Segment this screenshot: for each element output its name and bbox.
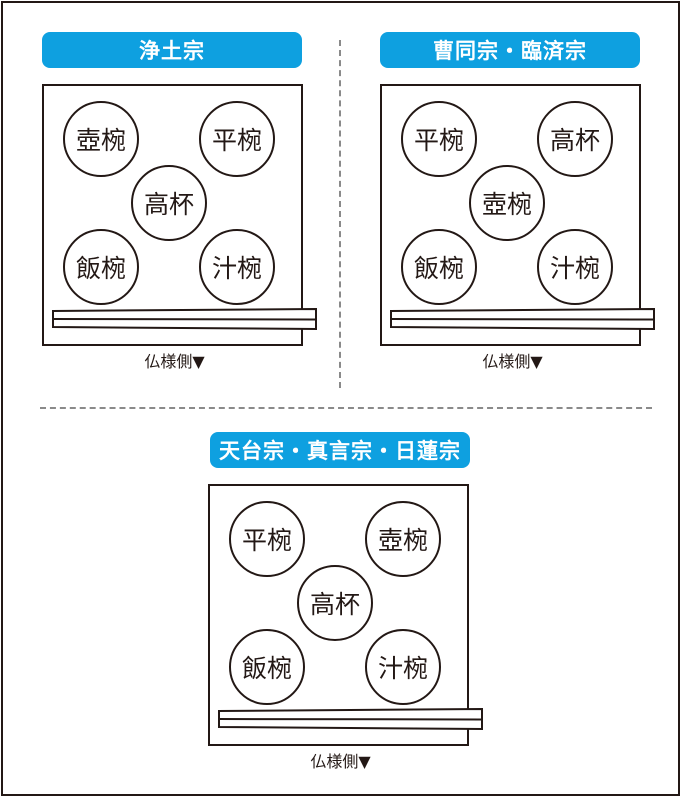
bowl-label: 高杯 bbox=[549, 126, 600, 155]
bowl-bottom-left: 飯椀 bbox=[401, 229, 477, 305]
bowl-top-left: 平椀 bbox=[229, 501, 305, 577]
bowl-top-right: 壺椀 bbox=[365, 501, 441, 577]
bowl-center: 高杯 bbox=[297, 565, 373, 641]
bowl-bottom-right: 汁椀 bbox=[537, 229, 613, 305]
bowl-label: 汁椀 bbox=[549, 254, 600, 283]
bowl-bottom-left: 飯椀 bbox=[63, 229, 139, 305]
buddha-side-label: 仏様側▼ bbox=[310, 752, 371, 771]
tray: 平椀 壺椀高杯飯椀 汁椀 bbox=[208, 484, 469, 746]
horizontal-divider bbox=[40, 407, 652, 409]
layout-panel: 曹同宗・臨済宗 平椀 高杯壺椀飯椀 汁椀 仏様側▼ bbox=[380, 32, 660, 382]
bowl-bottom-right: 汁椀 bbox=[199, 229, 275, 305]
bowl-label: 高杯 bbox=[143, 190, 194, 219]
bowl-bottom-right: 汁椀 bbox=[365, 629, 441, 705]
buddha-side-label: 仏様側▼ bbox=[144, 352, 205, 371]
bowl-top-left: 平椀 bbox=[401, 101, 477, 177]
bowl-center: 高杯 bbox=[131, 165, 207, 241]
bowl-label: 汁椀 bbox=[211, 254, 262, 283]
bowl-label: 汁椀 bbox=[377, 654, 428, 683]
bowl-center: 壺椀 bbox=[469, 165, 545, 241]
buddha-side-label: 仏様側▼ bbox=[482, 352, 543, 371]
layout-panel: 天台宗・真言宗・日蓮宗 平椀 壺椀高杯飯椀 汁椀 仏様側▼ bbox=[208, 432, 488, 782]
bowl-label: 飯椀 bbox=[413, 254, 464, 283]
chopsticks-icon bbox=[390, 308, 655, 331]
bowl-label: 高杯 bbox=[309, 590, 360, 619]
vertical-divider bbox=[339, 40, 341, 388]
bowl-label: 壺椀 bbox=[75, 126, 126, 155]
tray: 壺椀 平椀高杯飯椀 汁椀 bbox=[42, 84, 303, 346]
bowl-label: 壺椀 bbox=[377, 526, 428, 555]
bowl-top-right: 平椀 bbox=[199, 101, 275, 177]
bowl-label: 壺椀 bbox=[481, 190, 532, 219]
bowl-top-right: 高杯 bbox=[537, 101, 613, 177]
layout-panel: 浄土宗 壺椀 平椀高杯飯椀 汁椀 仏様側▼ bbox=[42, 32, 322, 382]
sect-title-badge: 浄土宗 bbox=[42, 32, 302, 68]
bowl-label: 飯椀 bbox=[241, 654, 292, 683]
bowl-bottom-left: 飯椀 bbox=[229, 629, 305, 705]
bowl-label: 飯椀 bbox=[75, 254, 126, 283]
sect-title-badge: 曹同宗・臨済宗 bbox=[380, 32, 640, 68]
bowl-label: 平椀 bbox=[241, 526, 292, 555]
chopsticks-icon bbox=[52, 308, 317, 331]
bowl-label: 平椀 bbox=[413, 126, 464, 155]
bowl-top-left: 壺椀 bbox=[63, 101, 139, 177]
bowl-label: 平椀 bbox=[211, 126, 262, 155]
tray: 平椀 高杯壺椀飯椀 汁椀 bbox=[380, 84, 641, 346]
sect-title-badge: 天台宗・真言宗・日蓮宗 bbox=[210, 432, 470, 468]
chopsticks-icon bbox=[218, 708, 483, 731]
